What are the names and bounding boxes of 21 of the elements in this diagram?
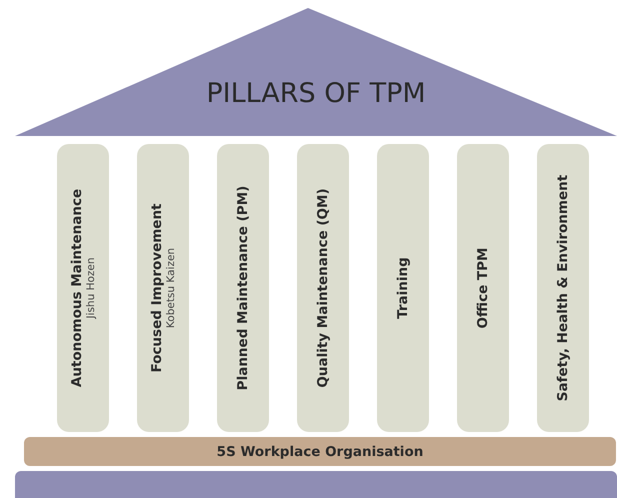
pillar-label: Safety, Health & Environment	[555, 174, 571, 402]
pillar	[457, 144, 509, 432]
pillar-label: Autonomous Maintenance	[69, 188, 85, 388]
base-bar	[15, 471, 617, 498]
pillar-subtitle: Kobetsu Kaizen	[165, 248, 177, 328]
pediment	[15, 8, 617, 136]
pillar-label: Office TPM	[475, 248, 491, 328]
pillar	[217, 144, 269, 432]
foundation-band	[24, 437, 616, 466]
pillar-label: Training	[395, 257, 411, 319]
pillar-label: Quality Maintenance (QM)	[315, 188, 331, 388]
band-label: 5S Workplace Organisation	[216, 444, 424, 460]
pillar	[377, 144, 429, 432]
pillar	[537, 144, 589, 432]
pillar-label: Focused Improvement	[149, 203, 165, 373]
pillar	[57, 144, 109, 432]
pillar-label: Planned Maintenance (PM)	[235, 186, 251, 390]
pillar	[297, 144, 349, 432]
pillar	[137, 144, 189, 432]
heading: PILLARS OF TPM	[205, 78, 427, 109]
pillar-subtitle: Jishu Hozen	[85, 257, 97, 319]
